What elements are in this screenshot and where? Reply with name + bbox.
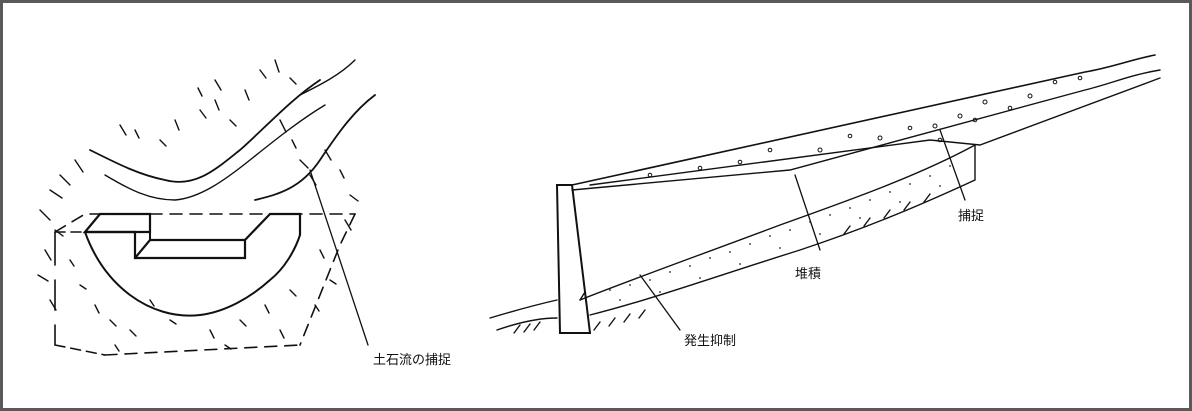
- deposit-stipple: [609, 165, 951, 301]
- capture-boulders: [647, 75, 1083, 178]
- label-capture: 捕捉: [958, 209, 985, 224]
- valley-terrain: [37, 59, 376, 356]
- label-deposit: 堆積: [795, 267, 822, 282]
- label-suppression: 発生抑制: [684, 334, 737, 349]
- dam-longitudinal-section: [489, 54, 1161, 334]
- label-debris-flow-capture: 土石流の捕捉: [373, 353, 452, 368]
